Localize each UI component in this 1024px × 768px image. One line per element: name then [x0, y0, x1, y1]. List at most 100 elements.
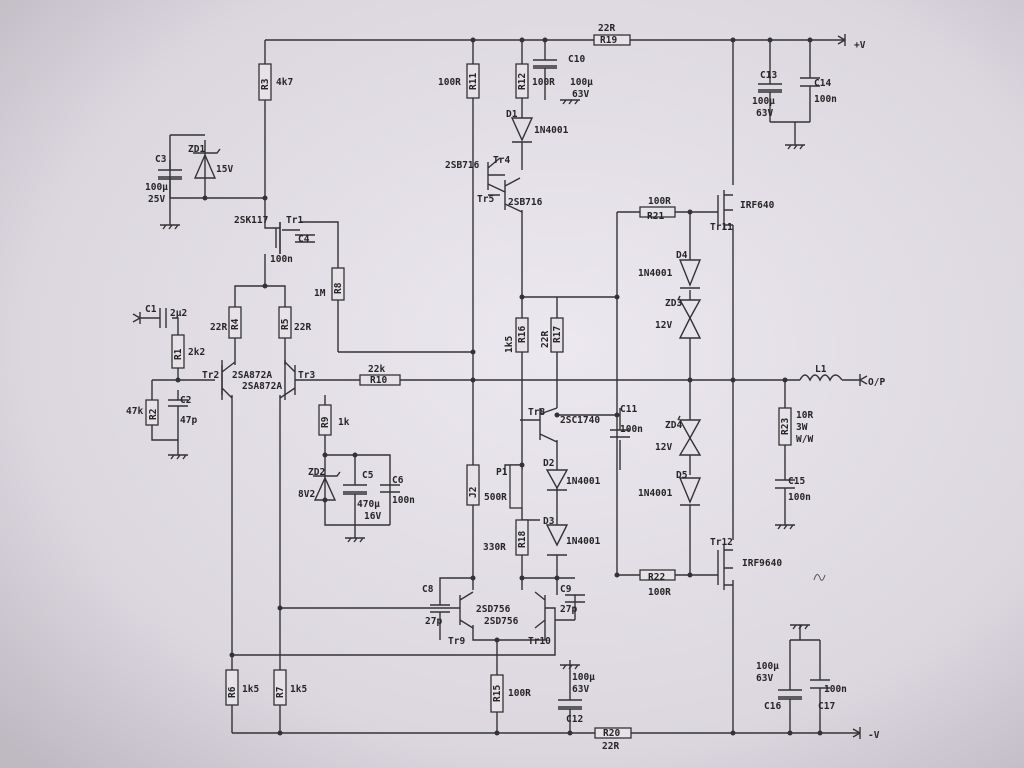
label-p1-val: 500R — [484, 492, 507, 503]
zener-zd1 — [193, 148, 221, 179]
label-c12-val2: 63V — [572, 684, 589, 695]
junction-dots — [175, 37, 823, 736]
resistor-r17 — [550, 317, 564, 353]
label-c9-name: C9 — [560, 584, 572, 595]
label-r15-name: R15 — [492, 685, 503, 702]
capacitor-c11 — [610, 429, 630, 438]
zener-zd3-upper — [677, 295, 702, 320]
label-d5-name: D5 — [676, 470, 688, 481]
label-r7-val: 1k5 — [290, 684, 307, 695]
diode-d5 — [678, 477, 702, 506]
capacitor-c9 — [565, 594, 585, 603]
label-zd4-val: 12V — [655, 442, 672, 453]
label-tr9-name: Tr9 — [448, 636, 465, 647]
label-tr8-name: Tr8 — [528, 407, 545, 418]
label-d4-name: D4 — [676, 250, 688, 261]
resistor-r6 — [225, 669, 239, 706]
label-d4-val: 1N4001 — [638, 268, 673, 279]
pencil-mark — [813, 574, 826, 581]
label-r20-name: R20 — [603, 728, 620, 739]
label-r15-val: 100R — [508, 688, 531, 699]
ground-symbols — [160, 99, 810, 670]
label-r21-name: R21 — [647, 211, 664, 222]
label-c17-name: C17 — [818, 701, 835, 712]
label-r4-val: 22R — [210, 322, 227, 333]
label-r23-val1: 10R — [796, 410, 813, 421]
zener-zd4-upper — [677, 415, 702, 440]
label-d5-val: 1N4001 — [638, 488, 673, 499]
resistor-r22 — [639, 569, 676, 581]
label-r17-name: R17 — [552, 326, 563, 343]
zener-zd3-lower — [678, 316, 702, 339]
label-r1-name: R1 — [173, 348, 184, 360]
label-r9-val: 1k — [338, 417, 350, 428]
label-r11-name: R11 — [468, 73, 479, 90]
label-c14-name: C14 — [814, 78, 831, 89]
label-p1-name: P1 — [496, 467, 508, 478]
label-c12-val1: 100µ — [572, 672, 595, 683]
label-tr2-val: 2SA872A — [232, 370, 272, 381]
label-r12-val: 100R — [532, 77, 555, 88]
resistor-r12 — [515, 63, 529, 99]
label-tr11-name: Tr11 — [710, 222, 733, 233]
label-r18-name: R18 — [517, 531, 528, 548]
label-r20-val: 22R — [602, 741, 619, 752]
resistor-r8 — [331, 267, 345, 301]
label-c10-name: C10 — [568, 54, 585, 65]
label-r5-name: R5 — [280, 318, 291, 330]
label-r6-val: 1k5 — [242, 684, 259, 695]
inductor-l1 — [799, 374, 843, 382]
label-c5-val1: 470µ — [357, 499, 380, 510]
wires — [140, 34, 861, 739]
diode-d4 — [678, 259, 702, 289]
label-plus-v: +V — [854, 40, 866, 51]
label-d2-val: 1N4001 — [566, 476, 601, 487]
label-r8-val: 1M — [314, 288, 326, 299]
transistors — [221, 157, 733, 629]
label-c6-val: 100n — [392, 495, 415, 506]
resistor-r11 — [466, 63, 480, 99]
label-r3-val: 4k7 — [276, 77, 293, 88]
label-d3-val: 1N4001 — [566, 536, 601, 547]
label-r8-name: R8 — [333, 282, 344, 294]
output-arrow — [859, 374, 868, 386]
label-r16-name: R16 — [517, 326, 528, 343]
label-r2-val: 47k — [126, 406, 143, 417]
resistor-r15 — [490, 674, 504, 713]
label-r18-val: 330R — [483, 542, 506, 553]
label-c13-name: C13 — [760, 70, 777, 81]
label-zd2-val: 8V2 — [298, 489, 315, 500]
label-tr5-val: 2SB716 — [508, 197, 543, 208]
label-r11-val: 100R — [438, 77, 461, 88]
label-c1-name: C1 — [145, 304, 157, 315]
resistor-r9 — [318, 404, 332, 436]
transistor-tr3 — [279, 361, 296, 399]
label-c4-name: C4 — [298, 234, 310, 245]
label-zd3-name: ZD3 — [665, 298, 682, 309]
label-j2-name: J2 — [468, 487, 479, 498]
label-r5-val: 22R — [294, 322, 311, 333]
label-c16-name: C16 — [764, 701, 781, 712]
resistor-r16 — [515, 317, 529, 353]
label-r10-name: R10 — [370, 375, 387, 386]
label-output: O/P — [868, 377, 885, 388]
label-tr12-name: Tr12 — [710, 537, 733, 548]
label-zd3-val: 12V — [655, 320, 672, 331]
label-c5-val2: 16V — [364, 511, 381, 522]
label-c13-val1: 100µ — [752, 96, 775, 107]
label-tr10-name: Tr10 — [528, 636, 551, 647]
label-c10-val1: 100µ — [570, 77, 593, 88]
label-r9-name: R9 — [320, 416, 331, 428]
diode-d2 — [545, 469, 569, 491]
label-c5-name: C5 — [362, 470, 374, 481]
label-r12-name: R12 — [517, 73, 528, 90]
resistor-r1 — [171, 334, 185, 369]
resistor-r10 — [359, 374, 401, 386]
label-tr9-val: 2SD756 — [476, 604, 511, 615]
mosfet-tr11 — [717, 190, 733, 230]
label-c4-val: 100n — [270, 254, 293, 265]
label-tr3-name: Tr3 — [298, 370, 315, 381]
label-minus-v: -V — [868, 730, 880, 741]
resistor-r18 — [515, 519, 529, 556]
